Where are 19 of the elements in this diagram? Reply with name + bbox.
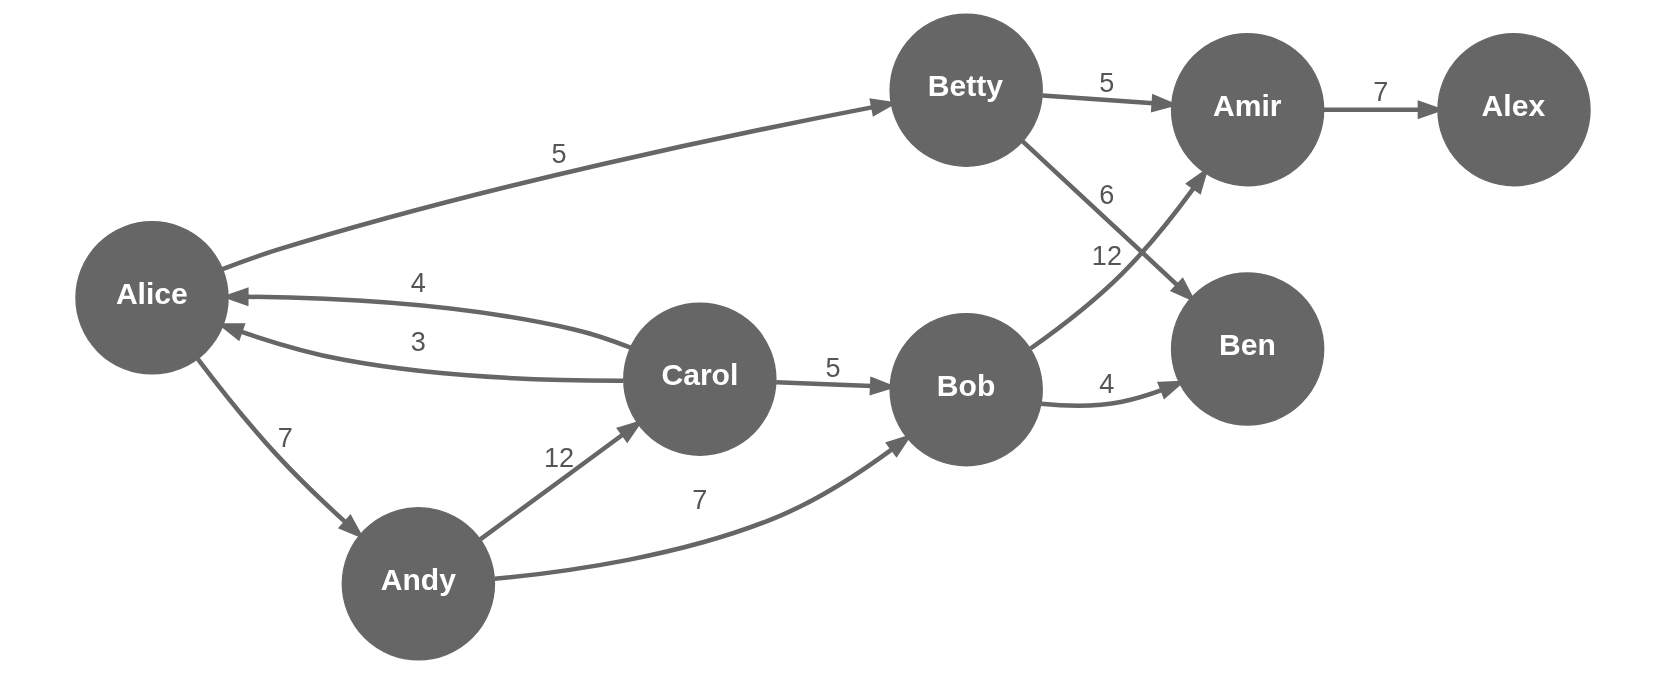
edge-label: 5	[1099, 67, 1115, 99]
node-circle: Carol	[623, 302, 777, 456]
edge-label: 7	[692, 484, 708, 516]
edge-label: 5	[825, 351, 841, 383]
edge-label: 12	[544, 442, 575, 474]
node-circle: Betty	[889, 13, 1043, 167]
edge-label: 12	[1091, 240, 1122, 272]
node-circle: Alice	[75, 221, 229, 375]
edge-label: 4	[1099, 368, 1115, 400]
edge-label: 7	[277, 422, 293, 454]
node-circle: Andy	[341, 507, 496, 661]
edge-label: 6	[1099, 178, 1115, 210]
node-circle: Bob	[889, 312, 1043, 467]
edge-label: 7	[1373, 76, 1389, 108]
node-circle: Amir	[1170, 33, 1325, 187]
edge-label: 4	[410, 267, 426, 299]
node-circle: Alex	[1437, 33, 1591, 187]
edge-label: 3	[410, 326, 426, 358]
edge-label: 5	[551, 138, 567, 170]
